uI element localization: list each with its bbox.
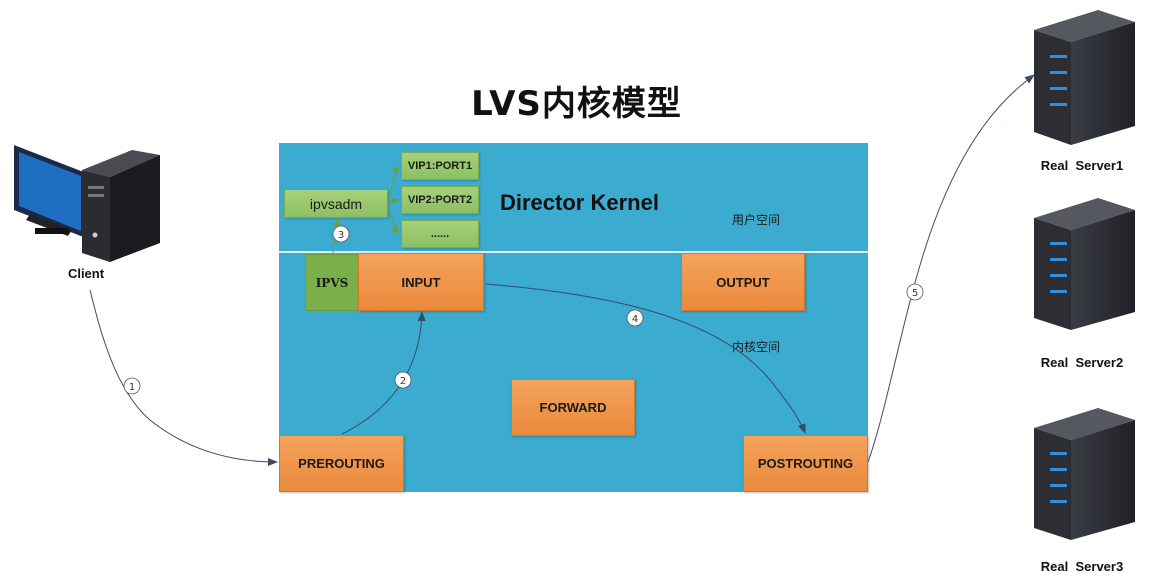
- step-5-marker: [906, 283, 924, 301]
- postrouting-chain-box: POSTROUTING: [743, 435, 868, 492]
- real-server-1-label: Real Server1: [1040, 158, 1124, 173]
- arrow-step-4: [485, 283, 806, 434]
- step-1-marker: [123, 377, 141, 395]
- step-2-number: 2: [400, 376, 406, 387]
- real-server-3-icon: [1034, 408, 1135, 540]
- step-5-number: 5: [912, 288, 918, 299]
- diagram-title: LVS内核模型: [471, 84, 682, 124]
- arrow-step-5: [867, 74, 1035, 463]
- arrow-vip2: [387, 197, 400, 205]
- step-3-number: 3: [338, 230, 344, 241]
- kernel-space-label: 内核空间: [732, 340, 781, 354]
- user-kernel-divider: [279, 251, 868, 253]
- arrow-step-1: [89, 289, 278, 466]
- forward-chain-box: FORWARD: [511, 379, 635, 436]
- client-computer-icon: [14, 145, 160, 262]
- ipvs-box: IPVS: [305, 254, 359, 311]
- user-space-label: 用户空间: [732, 213, 781, 227]
- step-3-marker: [332, 225, 350, 243]
- real-server-3-label: Real Server3: [1040, 559, 1124, 574]
- step-2-marker: [394, 371, 412, 389]
- real-server-1-icon: [1034, 10, 1135, 145]
- output-chain-box: OUTPUT: [681, 253, 805, 311]
- client-label: Client: [67, 266, 105, 281]
- vip2-port2-box: VIP2:PORT2: [401, 186, 479, 214]
- more-vips-box: ......: [401, 220, 479, 248]
- step-4-marker: [626, 309, 644, 327]
- step-1-number: 1: [129, 382, 135, 393]
- arrow-vip1: [387, 166, 400, 202]
- vip1-port1-box: VIP1:PORT1: [401, 152, 479, 180]
- step-4-number: 4: [632, 314, 638, 325]
- ipvsadm-box: ipvsadm: [284, 189, 388, 218]
- real-server-2-icon: [1034, 198, 1135, 330]
- real-server-2-label: Real Server2: [1040, 355, 1124, 370]
- arrow-step-2: [341, 311, 426, 435]
- input-chain-box: INPUT: [358, 253, 484, 311]
- director-kernel-label: Director Kernel: [500, 190, 659, 215]
- arrow-vip-more: [387, 203, 400, 234]
- prerouting-chain-box: PREROUTING: [279, 435, 404, 492]
